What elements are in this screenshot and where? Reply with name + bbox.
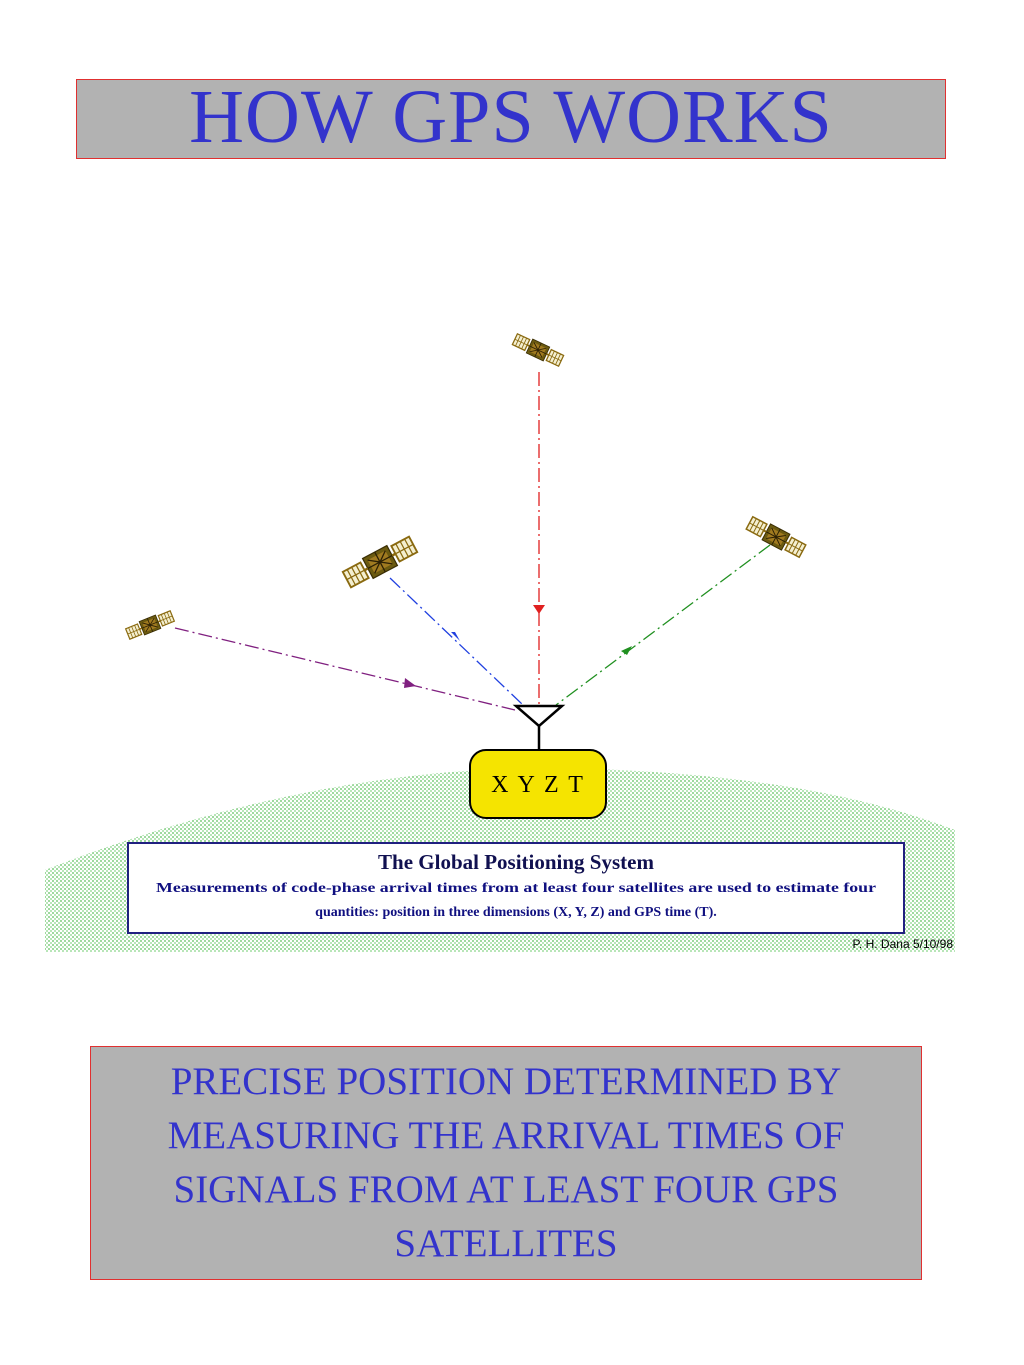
signal-line-blue bbox=[389, 577, 524, 706]
signal-arrow-red bbox=[533, 605, 545, 614]
caption-text: PRECISE POSITION DETERMINED BY MEASURING… bbox=[167, 1060, 845, 1265]
receiver-label: X Y Z T bbox=[491, 772, 585, 798]
signal-line-green bbox=[555, 544, 771, 706]
signal-arrow-blue bbox=[451, 632, 460, 641]
gps-diagram: X Y Z T The Global Positioning System Me… bbox=[45, 331, 955, 952]
title-banner: HOW GPS WORKS bbox=[76, 79, 946, 159]
info-title: The Global Positioning System bbox=[378, 850, 654, 874]
satellite-icon-left-large bbox=[340, 533, 420, 591]
satellite-icon-top bbox=[510, 331, 566, 369]
info-box: The Global Positioning System Measuremen… bbox=[127, 842, 905, 934]
signal-arrow-purple bbox=[404, 678, 416, 688]
antenna-icon bbox=[512, 704, 566, 750]
caption-banner: PRECISE POSITION DETERMINED BY MEASURING… bbox=[90, 1046, 922, 1280]
satellite-icon-right bbox=[744, 513, 808, 561]
receiver-box: X Y Z T bbox=[469, 749, 607, 819]
info-line-1: Measurements of code-phase arrival times… bbox=[156, 881, 876, 896]
credit-text: P. H. Dana 5/10/98 bbox=[852, 937, 953, 951]
satellite-icon-far-left bbox=[124, 608, 176, 642]
info-line-2: quantities: position in three dimensions… bbox=[315, 905, 717, 920]
page-title: HOW GPS WORKS bbox=[189, 75, 833, 159]
signal-lines bbox=[174, 372, 771, 711]
signal-arrow-green bbox=[621, 646, 632, 655]
signal-line-purple bbox=[174, 627, 516, 711]
